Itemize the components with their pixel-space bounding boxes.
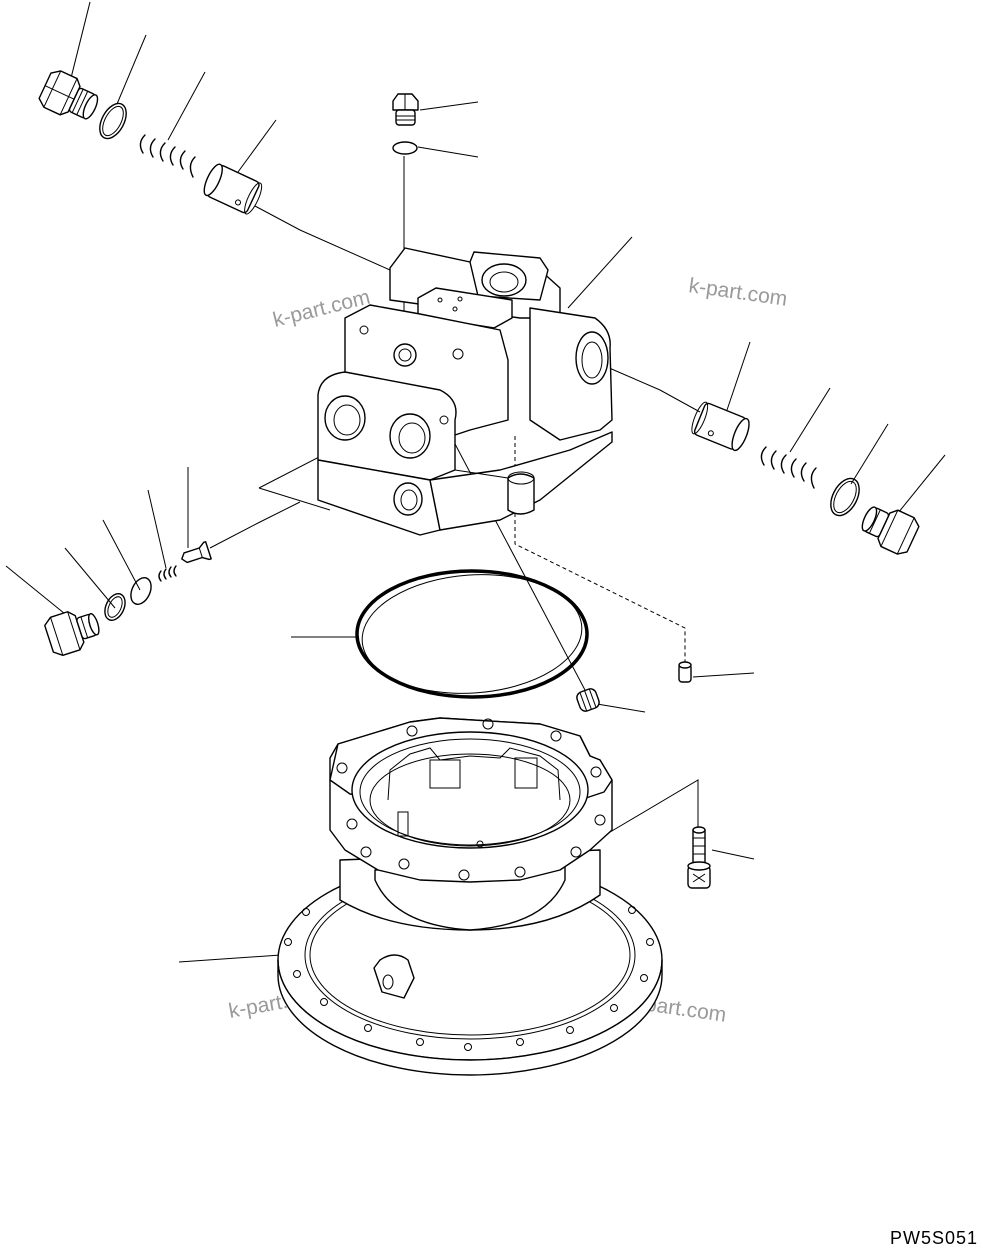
leader-lines <box>5 1 946 963</box>
o-ring-right <box>830 477 860 517</box>
flange-holes <box>284 906 654 1051</box>
plug-left-top <box>38 70 99 120</box>
bolt <box>687 826 711 889</box>
spring-left-top <box>139 134 196 178</box>
watermark-2: k-part.com <box>687 274 788 311</box>
valve-body <box>317 247 613 536</box>
o-ring-top <box>392 141 418 155</box>
plug-top <box>392 93 419 126</box>
poppet <box>181 541 212 564</box>
figure-code: PW5S051 <box>890 1228 978 1248</box>
o-ring-left-top <box>99 102 127 140</box>
housing <box>277 717 663 1076</box>
plug-right <box>861 506 920 555</box>
spring-small <box>158 565 177 582</box>
o-ring-large <box>355 569 589 699</box>
top-holes <box>336 718 606 881</box>
dowel-pin <box>678 661 692 683</box>
backup-ring <box>130 577 152 605</box>
plug-small <box>576 688 600 712</box>
plug-left-bottom <box>44 611 100 657</box>
o-ring-small <box>104 593 126 621</box>
spring-right <box>760 446 817 489</box>
valve-left-top <box>203 163 263 215</box>
valve-right <box>691 401 750 452</box>
